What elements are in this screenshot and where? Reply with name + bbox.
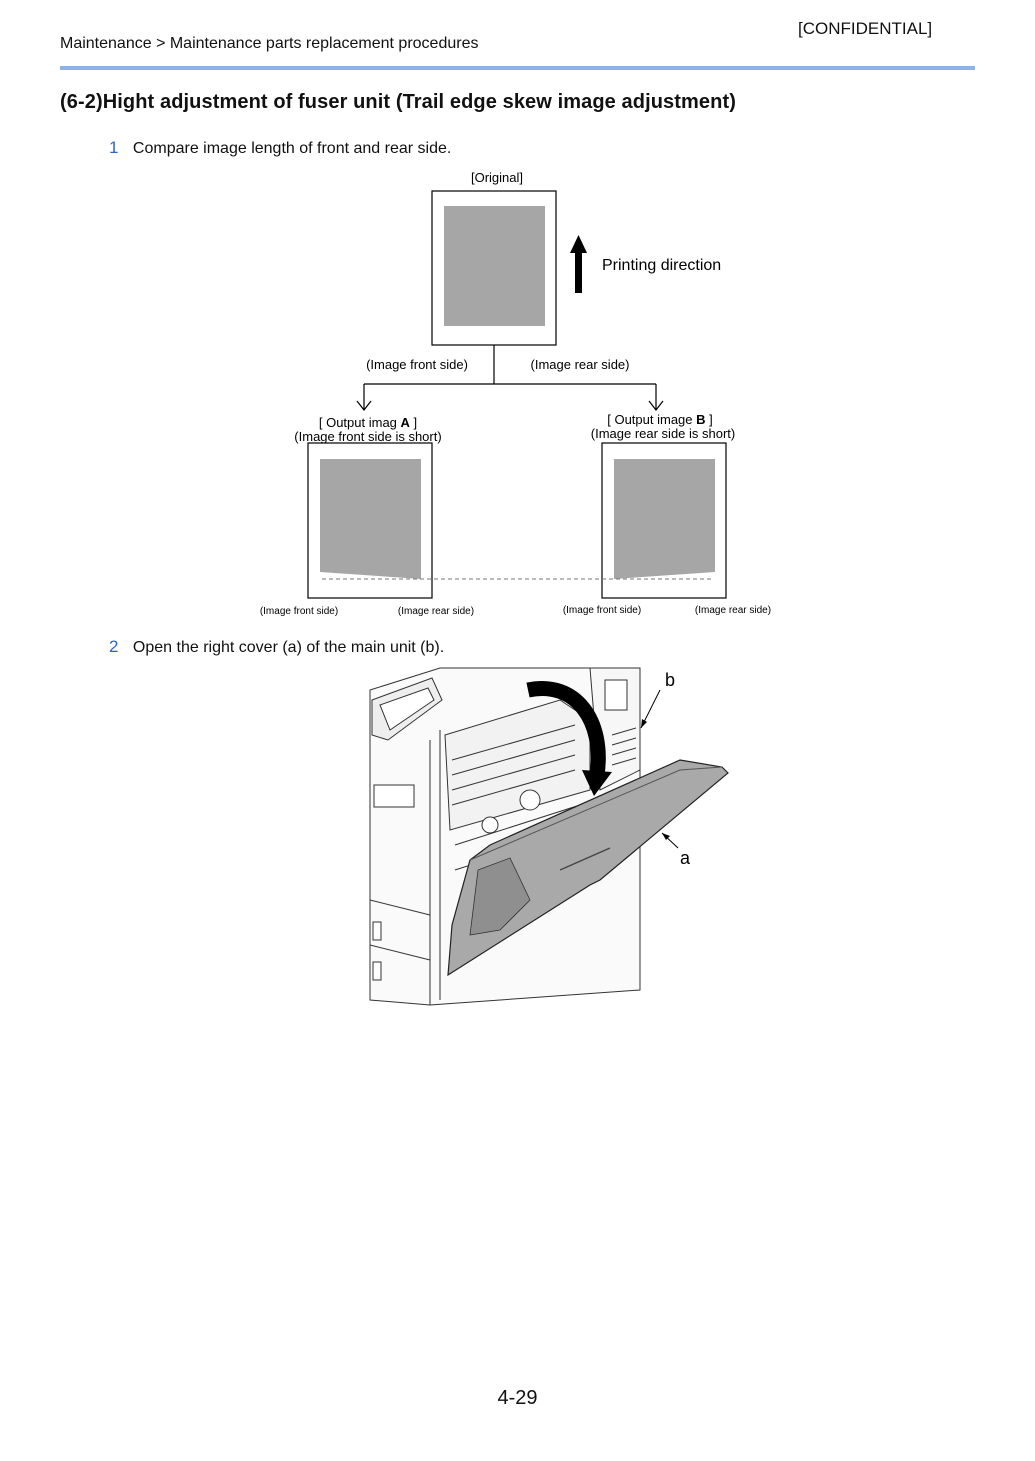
branch-arrowhead-icon: [356, 400, 664, 411]
leader-arrow-b-icon: [641, 719, 647, 728]
step-number: 2: [109, 637, 119, 656]
section-title: (6-2)Hight adjustment of fuser unit (Tra…: [60, 91, 736, 113]
right-cover-illustration: b a: [369, 667, 729, 1006]
header-divider: [60, 66, 975, 70]
confidential-label: [CONFIDENTIAL]: [798, 19, 933, 38]
step-2: 2 Open the right cover (a) of the main u…: [109, 637, 444, 657]
leader-arrow-a-icon: [662, 833, 670, 840]
output-b-image-area: [614, 459, 715, 579]
open-direction-arrow-icon: [526, 681, 606, 777]
output-a-front-side-label: (Image front side): [260, 606, 338, 617]
original-front-side-label: (Image front side): [366, 357, 468, 372]
page-number: 4-29: [497, 1387, 538, 1409]
output-a-image-area: [320, 459, 421, 579]
output-a-rear-side-label: (Image rear side): [398, 606, 474, 617]
original-label: [Original]: [471, 170, 523, 185]
main-unit-body: [369, 667, 641, 1006]
output-b-front-side-label: (Image front side): [563, 605, 641, 616]
output-b-caption: (Image rear side is short): [591, 426, 736, 441]
original-rear-side-label: (Image rear side): [531, 357, 630, 372]
open-direction-arrowhead-icon: [582, 770, 612, 796]
callout-b: b: [665, 670, 675, 690]
output-b-rear-side-label: (Image rear side): [695, 605, 771, 616]
output-b-label: [ Output image B ]: [607, 412, 713, 427]
step-number: 1: [109, 138, 119, 157]
callout-a: a: [680, 848, 691, 868]
printing-direction-arrow-icon: [570, 235, 587, 293]
original-image-area: [444, 206, 545, 326]
printing-direction-label: Printing direction: [602, 257, 721, 274]
step-text: Open the right cover (a) of the main uni…: [132, 639, 445, 656]
step-1: 1 Compare image length of front and rear…: [109, 138, 451, 158]
step-text: Compare image length of front and rear s…: [132, 140, 452, 157]
branch-connector: [363, 345, 657, 410]
output-a-caption: (Image front side is short): [294, 429, 441, 444]
right-cover-panel: [447, 759, 729, 977]
skew-comparison-diagram: [Original] Printing direction (Image fro…: [260, 170, 771, 617]
output-a-label: [ Output imag A ]: [319, 415, 417, 430]
breadcrumb: Maintenance > Maintenance parts replacem…: [60, 35, 479, 52]
